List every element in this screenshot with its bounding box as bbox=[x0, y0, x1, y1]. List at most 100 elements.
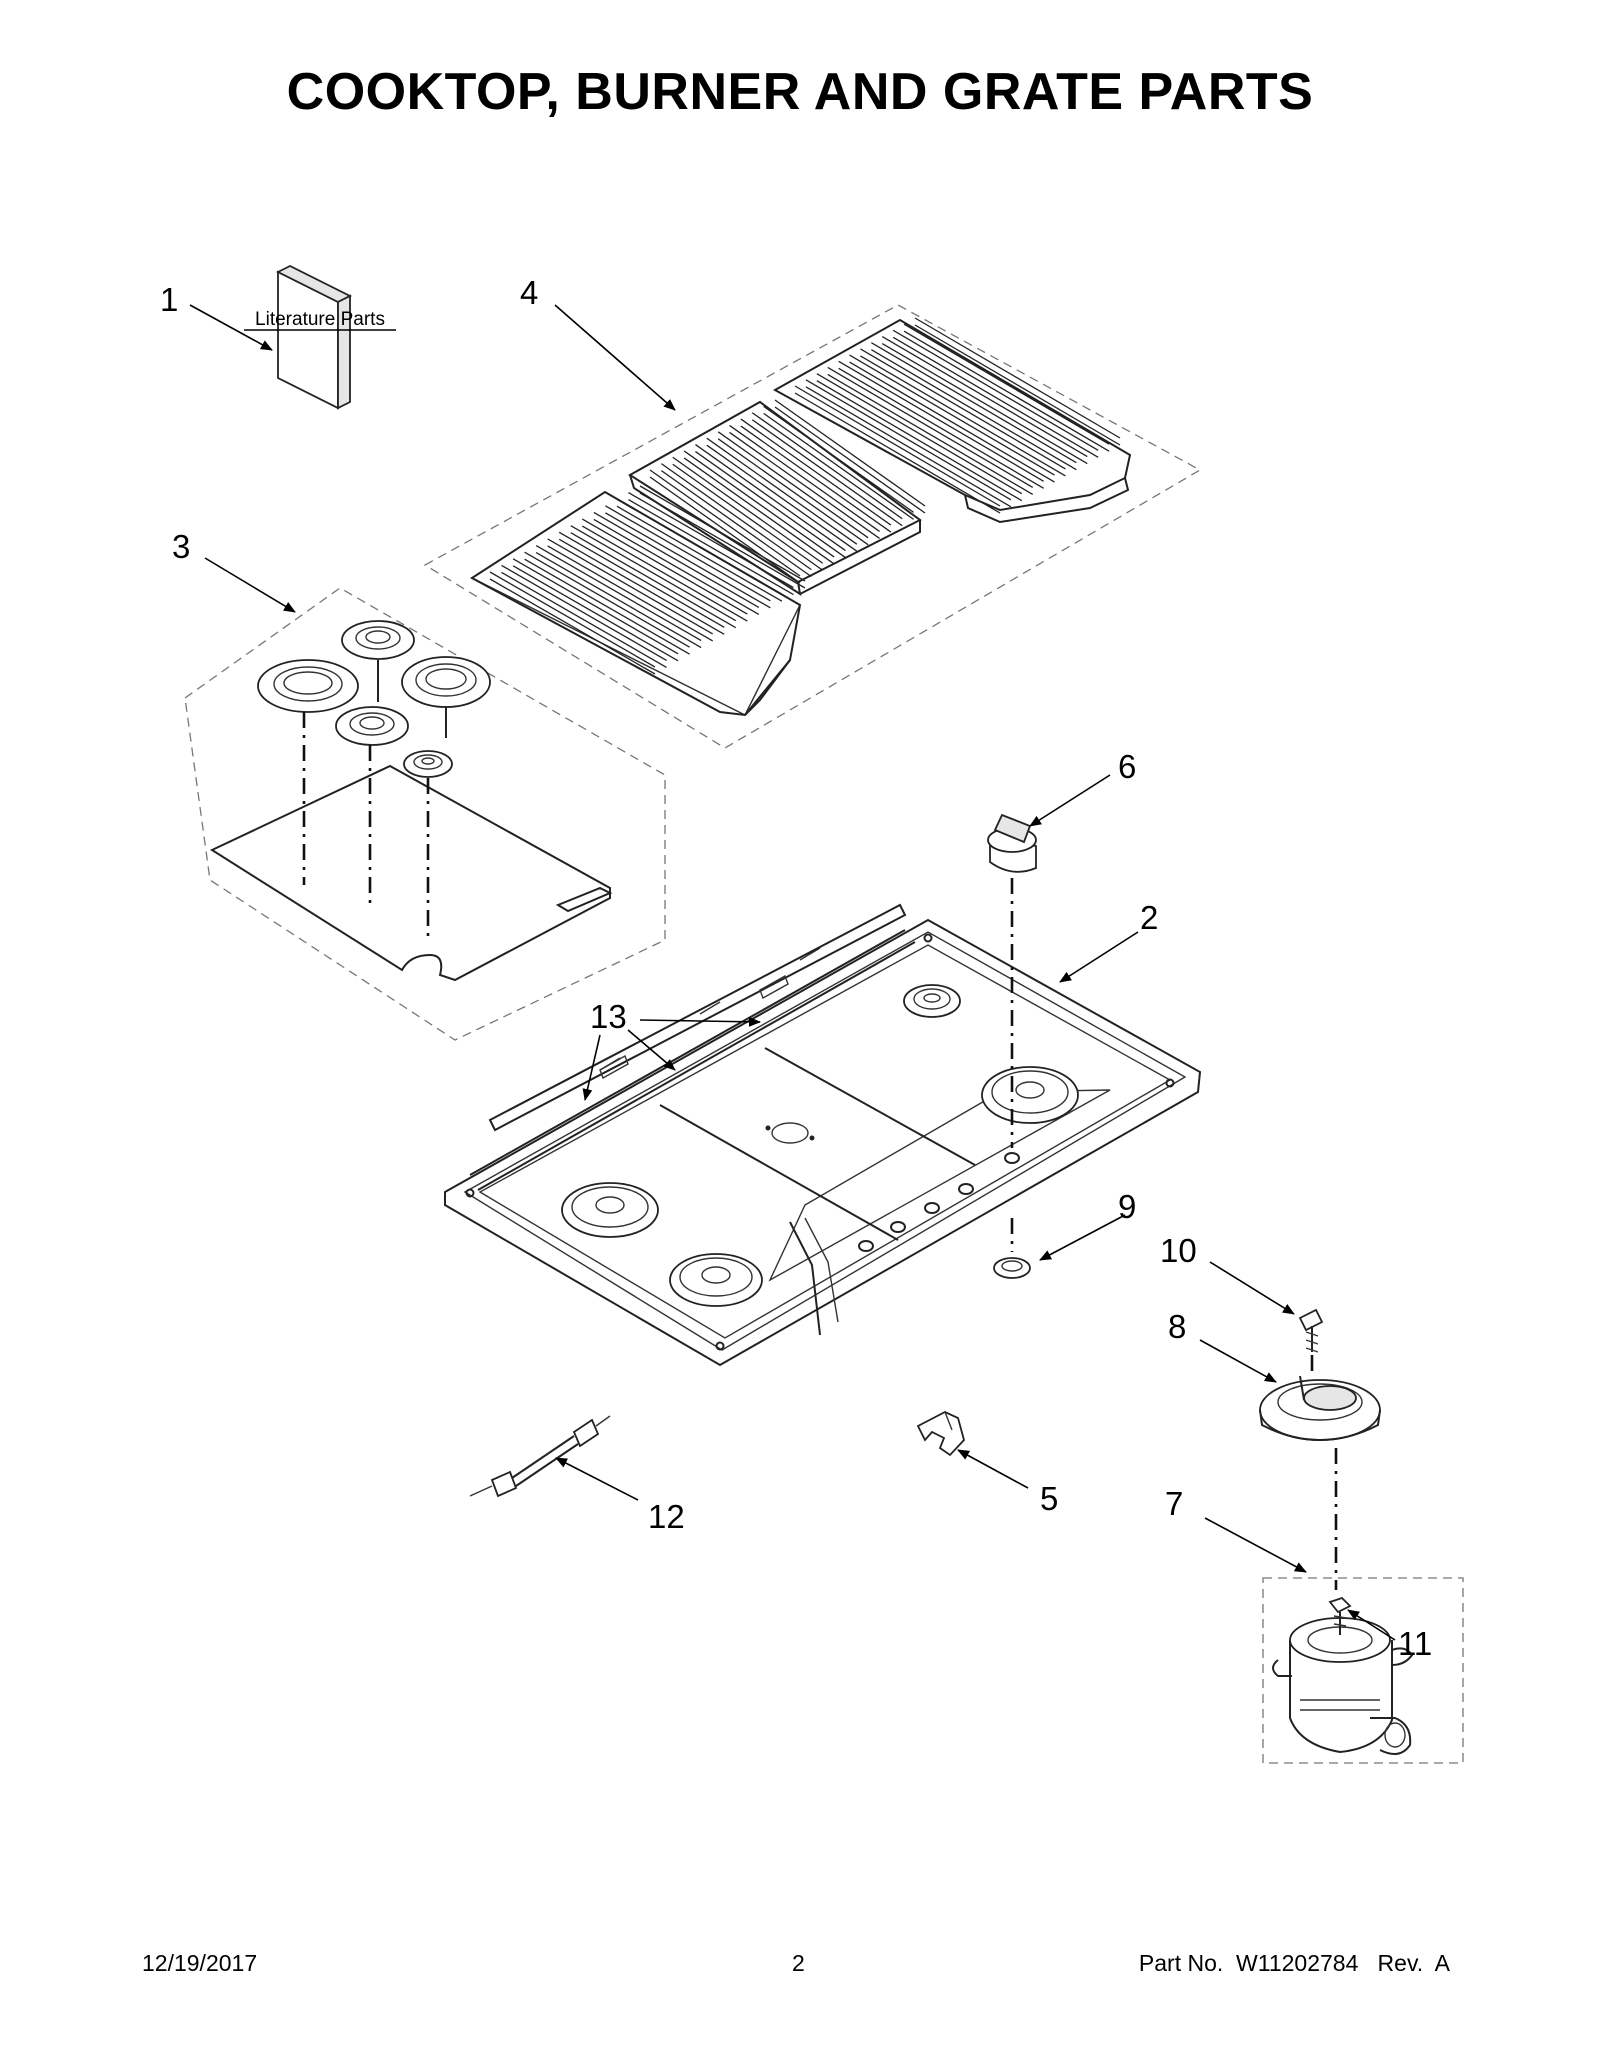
callout-6: 6 bbox=[1118, 748, 1136, 785]
spark-electrode bbox=[469, 1415, 611, 1498]
grate-bar bbox=[794, 385, 1001, 507]
overlay-tab bbox=[555, 886, 613, 913]
callout-7: 7 bbox=[1165, 1485, 1183, 1522]
grate-bar bbox=[660, 470, 812, 578]
grate-bar bbox=[672, 463, 824, 571]
page-title: COOKTOP, BURNER AND GRATE PARTS bbox=[286, 63, 1314, 121]
grate-bar bbox=[763, 405, 915, 513]
grate-bar bbox=[628, 499, 794, 596]
grate-bar bbox=[903, 330, 1110, 452]
grate-bar bbox=[616, 505, 783, 602]
burner-cap-large-right bbox=[401, 656, 491, 708]
grate-bar bbox=[871, 349, 1077, 471]
grate-bar bbox=[695, 451, 846, 559]
burner-overlay-sheet bbox=[209, 764, 611, 982]
burner-opening-center bbox=[765, 1122, 815, 1144]
grate-bar bbox=[717, 438, 869, 546]
burner-opening-front-left bbox=[561, 1182, 659, 1238]
grate-bar bbox=[816, 380, 1023, 502]
grate-bar bbox=[489, 578, 656, 675]
clip bbox=[916, 1410, 966, 1457]
grate-bar bbox=[570, 532, 737, 629]
grate-bar bbox=[605, 512, 771, 609]
grate-bar bbox=[914, 317, 1121, 439]
grate-bar bbox=[535, 551, 702, 649]
grate-bar bbox=[751, 412, 903, 520]
grate-bar bbox=[774, 399, 926, 507]
grate-bar bbox=[512, 565, 679, 662]
grate-bar bbox=[535, 544, 702, 642]
grate-bar bbox=[903, 323, 1110, 445]
burner-opening-rear-right bbox=[981, 1066, 1079, 1124]
grate-bar bbox=[849, 354, 1055, 476]
grate-bar bbox=[649, 469, 801, 577]
valve-holes bbox=[858, 1152, 1020, 1252]
grate-bar bbox=[774, 406, 926, 514]
grate-left bbox=[470, 485, 806, 717]
grate-bar bbox=[570, 525, 737, 622]
grate-bar bbox=[871, 342, 1077, 464]
grate-right bbox=[772, 317, 1132, 524]
grate-bar bbox=[501, 564, 667, 661]
burner-cap-large-left bbox=[257, 659, 359, 713]
grate-bar bbox=[581, 518, 748, 615]
burner-cap-top bbox=[341, 620, 415, 660]
leader-arrows bbox=[189, 304, 1396, 1641]
grate-bar bbox=[706, 437, 858, 545]
grate-bar bbox=[729, 424, 880, 532]
grate-bar bbox=[881, 342, 1088, 465]
callout-numbers: 1 2 3 4 5 6 7 8 9 10 11 12 13 bbox=[160, 274, 1432, 1662]
grate-bar bbox=[881, 335, 1088, 458]
grate-bar bbox=[740, 418, 892, 526]
grate-bar bbox=[763, 412, 915, 520]
grate-bar bbox=[838, 360, 1044, 482]
grate-bar bbox=[501, 571, 667, 668]
grate-bar bbox=[524, 558, 690, 655]
knob-bezel bbox=[993, 1257, 1031, 1279]
gasket-strips bbox=[488, 903, 907, 1132]
grate-bar bbox=[729, 431, 880, 539]
grate-bar bbox=[860, 355, 1066, 477]
burner-opening-front-right bbox=[669, 1253, 763, 1307]
control-knob bbox=[987, 813, 1037, 873]
burner-cap-small bbox=[403, 750, 453, 778]
burner-base bbox=[1259, 1375, 1381, 1441]
grate-bar bbox=[914, 324, 1121, 446]
grate-bar bbox=[683, 450, 835, 558]
grate-bar bbox=[838, 367, 1044, 489]
grate-bar bbox=[849, 361, 1055, 483]
callout-3: 3 bbox=[172, 528, 190, 565]
grate-bar bbox=[672, 456, 824, 564]
grate-bar bbox=[805, 379, 1012, 501]
screw bbox=[1298, 1308, 1324, 1353]
callout-9: 9 bbox=[1118, 1188, 1136, 1225]
literature-booklet bbox=[275, 264, 353, 410]
grates-group bbox=[423, 304, 1202, 749]
callout-11: 11 bbox=[1398, 1625, 1432, 1662]
grate-bar bbox=[558, 538, 725, 635]
grate-bar bbox=[593, 511, 760, 609]
orifice bbox=[1328, 1596, 1352, 1635]
grate-bar bbox=[489, 571, 656, 668]
grate-bar bbox=[512, 558, 679, 655]
grate-bar bbox=[751, 419, 903, 527]
grate-bar bbox=[805, 386, 1012, 508]
grate-bar bbox=[524, 551, 690, 648]
grate-bar bbox=[605, 505, 771, 602]
footer-page-number: 2 bbox=[792, 1950, 805, 1976]
grate-bar bbox=[860, 348, 1066, 470]
grate-bar bbox=[547, 538, 714, 635]
literature-parts-label: Literature Parts bbox=[255, 309, 385, 330]
footer-date: 12/19/2017 bbox=[142, 1950, 258, 1976]
grate-bar bbox=[649, 476, 801, 584]
grate-center bbox=[628, 399, 926, 597]
callout-13: 13 bbox=[590, 998, 627, 1035]
grate-bar bbox=[660, 463, 812, 571]
callout-2: 2 bbox=[1140, 899, 1158, 936]
grate-bar bbox=[794, 392, 1001, 514]
grate-bar bbox=[892, 336, 1099, 458]
grate-bar bbox=[558, 531, 725, 628]
grate-bar bbox=[892, 329, 1099, 451]
callout-12: 12 bbox=[648, 1498, 685, 1535]
